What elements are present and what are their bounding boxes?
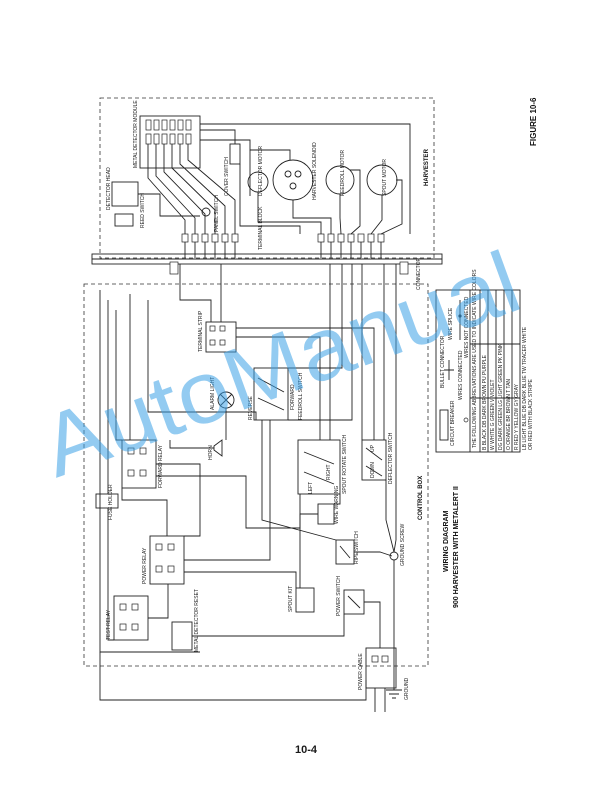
forward-relay-label: FORWARD RELAY xyxy=(158,444,164,488)
diagram-title: WIRING DIAGRAM 900 HARVESTER WITH METALE… xyxy=(443,486,460,608)
terminal-strip-label: TERMINAL STRIP xyxy=(198,310,204,352)
forward-label: FORWARD xyxy=(290,384,296,410)
power-relay xyxy=(149,535,185,585)
ground-symbol xyxy=(386,560,402,699)
color-code-table: B BLACK DB DARK BROWN PU PURPLE W WHITE … xyxy=(470,290,528,452)
harvester-terminal-block-right xyxy=(317,233,385,243)
spout-kit-label: SPOUT KIT xyxy=(288,586,294,612)
power-switch-label: POWER SWITCH xyxy=(336,576,342,616)
color-row-3: DG DARK GREEN LG LIGHT GREEN PK PINK xyxy=(498,343,504,450)
harvester-terminal-block-left xyxy=(181,233,239,243)
legend-wires-not-connected: WIRES NOT CONNECTED xyxy=(464,296,470,358)
left-label: LEFT xyxy=(308,482,314,494)
detector-head xyxy=(111,181,139,207)
test-relay xyxy=(113,595,149,641)
harvester-section: METAL DETECTOR MODULE DETECTOR HEAD REED… xyxy=(99,97,435,259)
ripe-switch-label: RIPE SWITCH xyxy=(354,531,360,564)
control-box-label: CONTROL BOX xyxy=(418,476,424,520)
control-box-boundary xyxy=(83,283,429,667)
harvester-boundary xyxy=(99,97,435,259)
color-row-1: B BLACK DB DARK BROWN PU PURPLE xyxy=(482,354,488,450)
terminal-block-label: TERMINAL BLOCK xyxy=(258,206,264,250)
spout-rotate-switch-label: SPOUT ROTATE SWITCH xyxy=(342,434,348,494)
cover-switch xyxy=(229,143,241,165)
diagram-title-line2: 900 HARVESTER WITH METALERT II xyxy=(453,486,460,608)
harvester-wiring xyxy=(138,123,411,235)
right-label: RIGHT xyxy=(326,464,332,480)
harvester-label: HARVESTER xyxy=(424,148,430,186)
feedroll-motor-label: FEEDROLL MOTOR xyxy=(340,149,346,196)
solenoid-label: HARVESTER SOLENOID xyxy=(312,142,318,200)
legend-note: THE FOLLOWING ABBREVIATIONS ARE USED TO … xyxy=(472,269,478,448)
spout-kit xyxy=(295,587,315,613)
test-relay-label: TEST RELAY xyxy=(106,609,112,640)
metal-detector-reset xyxy=(171,621,193,651)
control-box-wiring xyxy=(99,264,397,701)
reverse-label: REVERSE xyxy=(248,395,254,420)
legend-bullet-connector: BULLET CONNECTOR xyxy=(440,335,446,388)
legend-frame xyxy=(435,289,521,453)
harvester-solenoid xyxy=(272,159,314,201)
power-cable-label: POWER CABLE xyxy=(358,653,364,690)
wire-warning-label: WIRE WARNING xyxy=(334,485,340,524)
metal-detector-module xyxy=(139,115,201,169)
color-row-4: O ORANGE BR BROWN T TAN xyxy=(506,379,512,450)
down-label: DOWN xyxy=(370,462,376,478)
reed-switch xyxy=(114,213,134,227)
deflector-motor-label: DEFLECTOR MOTOR xyxy=(258,146,264,196)
legend-wires-connected: WIRES CONNECTED xyxy=(458,350,464,400)
alarm-light-label: ALARM LIGHT xyxy=(210,377,216,410)
spout-rotate-switch xyxy=(297,439,341,495)
panel-switch xyxy=(201,207,211,217)
power-cable xyxy=(365,647,397,689)
legend-circuit-breaker: CIRCUIT BREAKER xyxy=(450,400,456,446)
reset-label: METAL DETECTOR RESET xyxy=(194,589,200,652)
color-row-2: W WHITE G GREEN V VIOLET xyxy=(490,379,496,450)
deflector-switch-label: DEFLECTOR SWITCH xyxy=(388,432,394,484)
ground-screw-label: GROUND SCREW xyxy=(400,523,406,566)
panel-switch-label: PANEL SWITCH xyxy=(214,195,220,232)
page-number: 10-4 xyxy=(294,744,318,756)
color-row-6: LB LIGHT BLUE DB DARK BLUE TW TRACER WHI… xyxy=(522,326,528,450)
reed-switch-label: REED SWITCH xyxy=(140,193,146,228)
connector-left xyxy=(169,261,179,275)
connector-right xyxy=(399,261,409,275)
wire-warning xyxy=(317,503,335,525)
legend: CIRCUIT BREAKER BULLET CONNECTOR WIRE SP… xyxy=(435,269,534,453)
detector-head-label: DETECTOR HEAD xyxy=(106,167,112,210)
horn xyxy=(213,439,223,457)
ground-label: GROUND xyxy=(404,677,410,700)
module-label: METAL DETECTOR MODULE xyxy=(133,100,139,168)
watermark-text: AutoManual xyxy=(29,232,533,496)
harness-bundle: CONNECTOR xyxy=(91,242,443,290)
module-terminals xyxy=(145,119,192,145)
color-row-5: R RED Y YELLOW GY GRAY xyxy=(514,383,520,450)
horn-label: HORN xyxy=(208,445,214,460)
feedroll-switch xyxy=(253,367,289,421)
feedroll-switch-label: FEEDROLL SWITCH xyxy=(298,372,304,420)
fuse-holder xyxy=(95,493,119,509)
connector-label: CONNECTOR xyxy=(416,257,422,290)
legend-symbols: CIRCUIT BREAKER BULLET CONNECTOR WIRE SP… xyxy=(439,296,470,446)
up-label: UP xyxy=(370,444,376,452)
power-relay-label: POWER RELAY xyxy=(142,547,148,584)
legend-footnote: OR RED WITH BLACK STRIPE xyxy=(528,378,534,450)
figure-label: FIGURE 10-6 xyxy=(529,97,538,146)
diagram-title-line1: WIRING DIAGRAM xyxy=(443,510,450,572)
cover-switch-label: COVER SWITCH xyxy=(224,157,230,196)
legend-wire-splice: WIRE SPLICE xyxy=(448,307,454,340)
spout-motor-label: SPOUT MOTOR xyxy=(382,159,388,196)
fuse-holder-label: FUSE HOLDER xyxy=(108,484,114,520)
control-box-section: FORWARD RELAY FUSE HOLDER POWER RELAY TE… xyxy=(83,264,429,712)
